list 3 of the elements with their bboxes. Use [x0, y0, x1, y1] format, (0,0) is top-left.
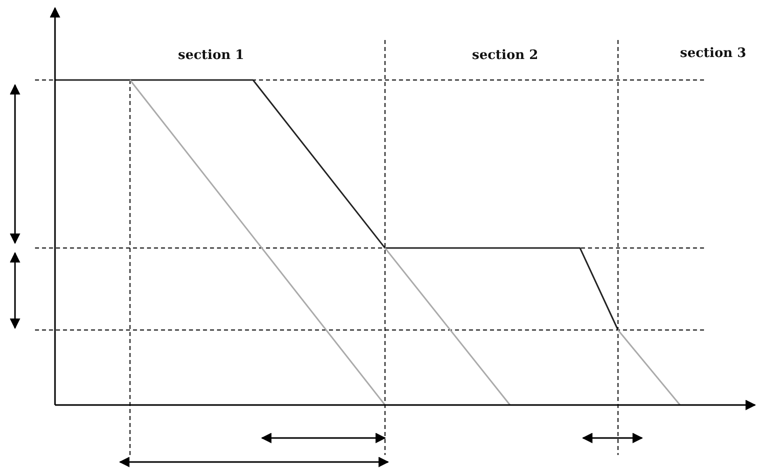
section-label: section 1 — [178, 48, 244, 63]
section-label: section 3 — [680, 46, 746, 61]
section-label: section 2 — [472, 48, 538, 63]
